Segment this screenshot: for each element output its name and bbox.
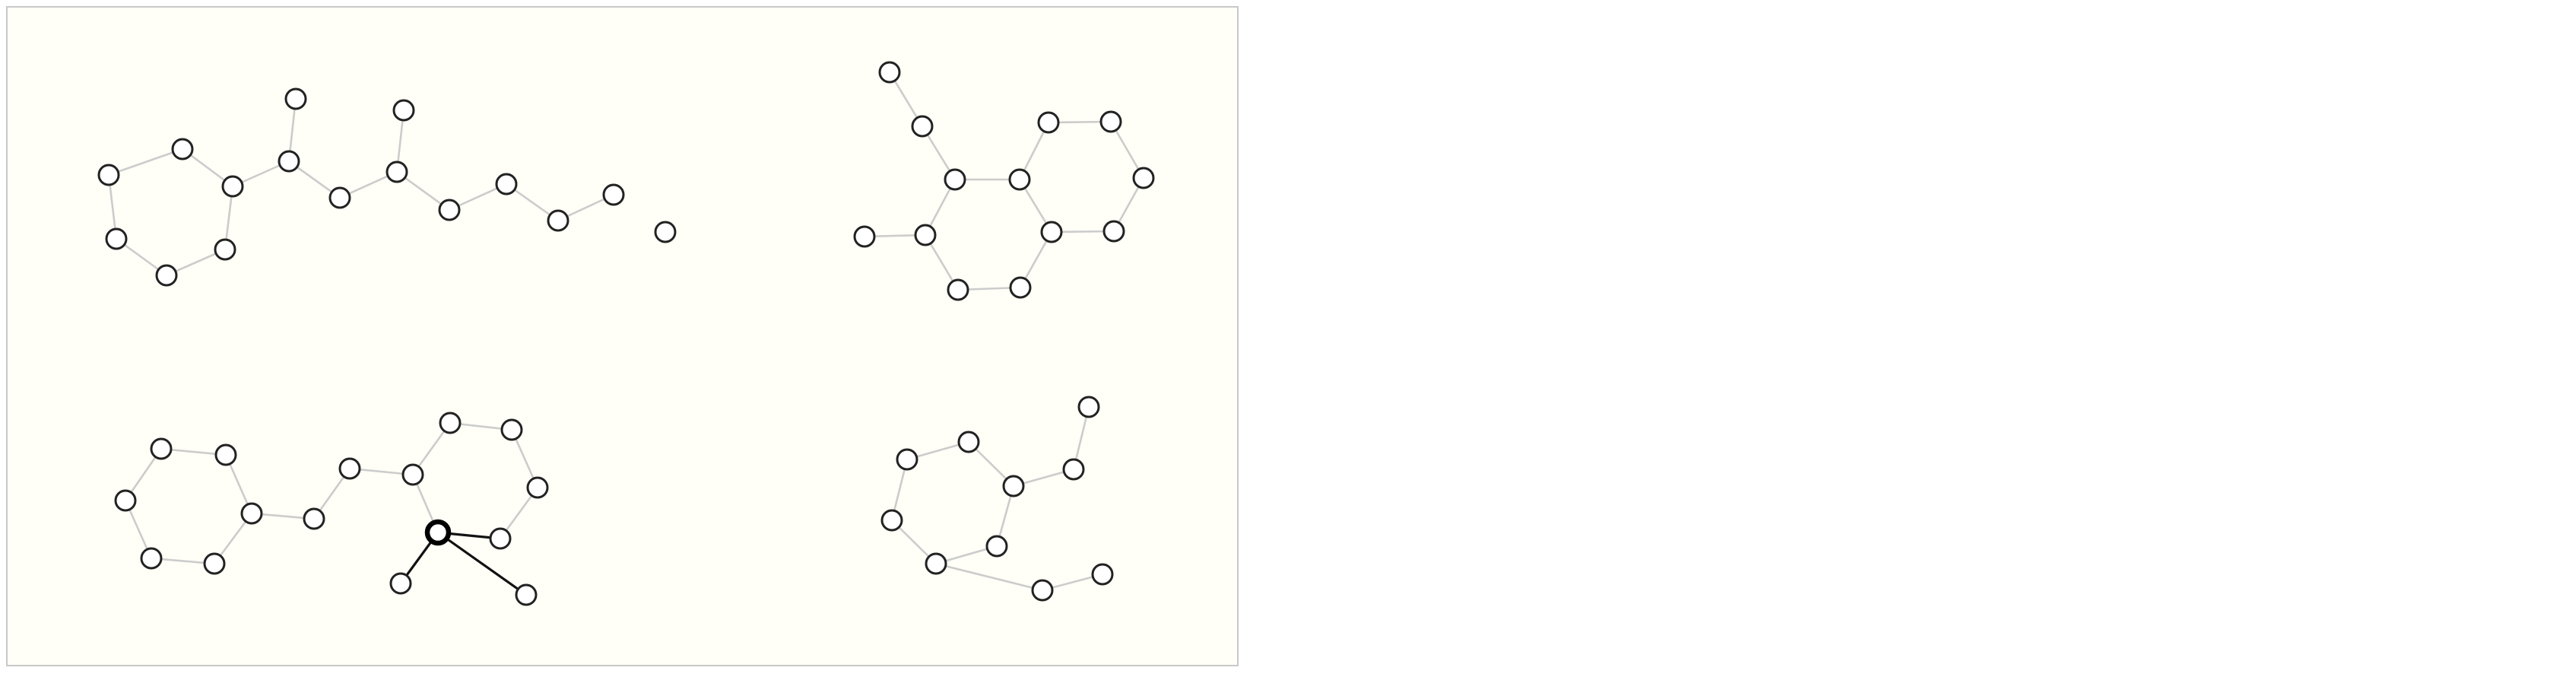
atom-node[interactable] xyxy=(880,509,903,532)
atom-node[interactable] xyxy=(278,150,300,173)
atom-node[interactable] xyxy=(438,199,461,221)
atom-node[interactable] xyxy=(1037,111,1060,134)
atom-node[interactable] xyxy=(1099,110,1122,133)
atom-node[interactable] xyxy=(944,168,966,191)
atom-node[interactable] xyxy=(328,186,351,209)
atom-node[interactable] xyxy=(495,173,518,195)
molecule-2[interactable] xyxy=(853,61,1155,301)
atom-node[interactable] xyxy=(389,572,412,595)
atom-node[interactable] xyxy=(221,175,244,198)
atom-node[interactable] xyxy=(385,161,408,183)
atom-node[interactable] xyxy=(911,115,934,138)
atom-node[interactable] xyxy=(240,502,263,525)
atom-node[interactable] xyxy=(925,552,947,575)
atom-node[interactable] xyxy=(392,99,415,122)
atom-node[interactable] xyxy=(214,238,236,261)
atom-node[interactable] xyxy=(853,225,876,248)
atom-node[interactable] xyxy=(338,457,361,480)
atom-node[interactable] xyxy=(439,412,462,434)
atom-node[interactable] xyxy=(140,547,163,570)
atom-node[interactable] xyxy=(155,264,178,287)
atom-node[interactable] xyxy=(602,183,625,206)
atom-node[interactable] xyxy=(1002,475,1025,497)
atom-node[interactable] xyxy=(1077,396,1100,418)
atom-node[interactable] xyxy=(947,278,969,301)
selected-bond[interactable] xyxy=(436,531,528,596)
molecules-layer xyxy=(97,61,1155,606)
atom-node[interactable] xyxy=(526,476,549,499)
atom-node[interactable] xyxy=(985,535,1008,558)
atom-node[interactable] xyxy=(303,507,325,530)
atom-node[interactable] xyxy=(214,443,237,466)
bond[interactable] xyxy=(934,562,1044,592)
atom-node[interactable] xyxy=(654,221,677,243)
atom-node[interactable] xyxy=(203,552,226,575)
selected-atom-node[interactable] xyxy=(424,519,452,546)
molecule-4[interactable] xyxy=(880,396,1114,602)
atom-node[interactable] xyxy=(97,164,120,186)
molecule-3[interactable] xyxy=(114,412,549,606)
atom-node[interactable] xyxy=(1102,220,1125,243)
atom-node[interactable] xyxy=(105,227,128,250)
atom-node[interactable] xyxy=(150,437,173,460)
atom-node[interactable] xyxy=(1040,221,1063,243)
atom-node[interactable] xyxy=(284,87,307,110)
atom-node[interactable] xyxy=(1091,563,1114,586)
atom-node[interactable] xyxy=(515,583,538,606)
atom-node[interactable] xyxy=(1031,579,1054,602)
atom-node[interactable] xyxy=(896,448,918,471)
atom-node[interactable] xyxy=(1062,458,1085,481)
atom-node[interactable] xyxy=(914,224,937,246)
atom-node[interactable] xyxy=(401,463,424,486)
atom-node[interactable] xyxy=(547,209,569,232)
atom-node[interactable] xyxy=(1132,167,1155,189)
canvas-panel xyxy=(6,6,1239,666)
atom-node[interactable] xyxy=(1009,276,1032,299)
atom-node[interactable] xyxy=(489,527,512,550)
atom-node[interactable] xyxy=(114,489,137,512)
atom-node[interactable] xyxy=(878,61,901,84)
atom-node[interactable] xyxy=(171,138,194,161)
molecule-1[interactable] xyxy=(97,87,677,287)
atom-node[interactable] xyxy=(1008,168,1031,191)
bond[interactable] xyxy=(107,148,184,176)
atom-node[interactable] xyxy=(500,418,523,441)
atom-node[interactable] xyxy=(957,431,980,453)
